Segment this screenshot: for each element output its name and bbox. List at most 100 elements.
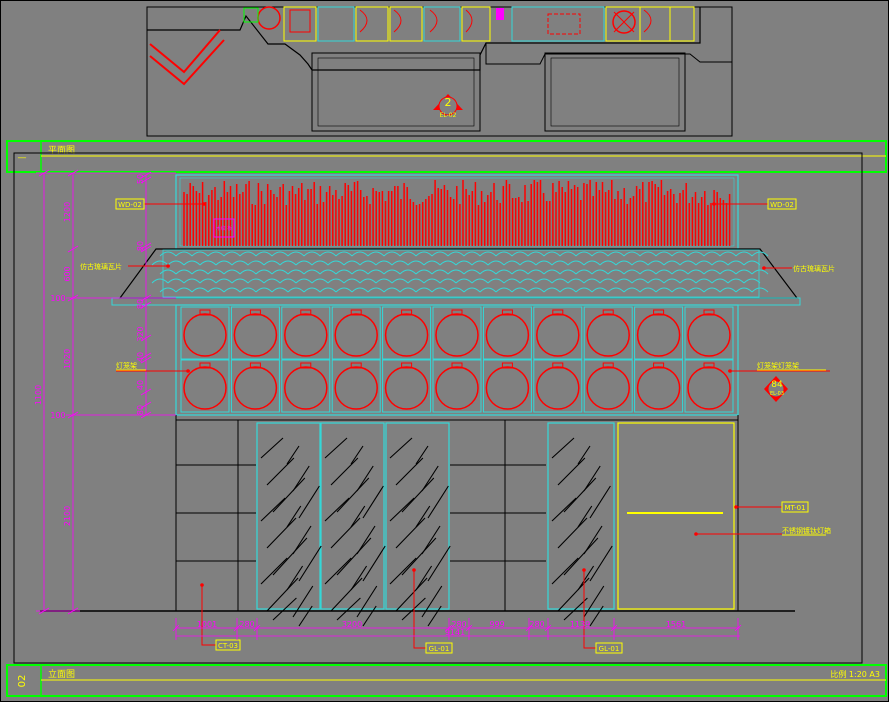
dim-h-total: 9141 <box>445 628 465 637</box>
lower-facade <box>175 415 739 627</box>
glass-hatch <box>266 517 297 549</box>
lantern <box>485 313 530 357</box>
lantern-cell <box>180 306 230 360</box>
glass-hatch <box>336 477 370 513</box>
glass-hatch <box>551 437 575 459</box>
label-gl-1[interactable]: GL-01 <box>429 645 450 653</box>
glass-hatch <box>298 545 322 582</box>
lantern-cell <box>684 306 734 360</box>
dim-v-320: 320 <box>136 326 145 341</box>
dim-h-4: 999 <box>489 620 504 629</box>
dim-v-1020: 1020 <box>63 349 72 369</box>
dim-v-100a: 100 <box>50 294 65 303</box>
glass-hatch <box>266 577 299 612</box>
label-ct[interactable]: CT-03 <box>218 642 238 650</box>
glass-hatch <box>395 457 424 486</box>
label-mt-note: 不锈钢镀钛灯箱 <box>782 526 831 535</box>
label-lantern-left: 灯笼架 <box>116 361 137 370</box>
dim-h-3: 280 <box>451 620 466 629</box>
section-marker[interactable]: 84 EL-03 <box>764 376 788 402</box>
glass-hatch <box>395 577 428 612</box>
glass-hatch <box>589 485 611 519</box>
glass-hatch <box>330 457 359 486</box>
tile-row <box>159 251 769 257</box>
glass-hatch <box>330 517 361 549</box>
dim-v-1200: 1200 <box>63 202 72 222</box>
lantern-cell <box>180 359 230 413</box>
lantern-cell <box>382 306 432 360</box>
lantern-cell <box>331 306 381 360</box>
lantern <box>536 366 580 410</box>
dim-v-80c: 80 <box>136 405 145 415</box>
glass-hatch <box>551 557 579 585</box>
lantern-cell <box>230 359 280 413</box>
glass-hatch <box>415 505 431 528</box>
lantern <box>334 366 378 410</box>
glass-hatch <box>401 537 437 576</box>
glass-hatch <box>286 445 300 465</box>
glass-hatch <box>577 505 593 528</box>
glass-hatch <box>577 565 595 591</box>
glass-hatch <box>362 545 386 582</box>
label-tile-left: 仿古琉璃瓦片 <box>80 262 122 271</box>
glass-hatch <box>324 557 352 585</box>
glass-hatch <box>427 605 442 627</box>
plan-section-marker[interactable]: 2 EL-02 <box>433 94 463 119</box>
tile-row <box>151 278 761 284</box>
label-gl-2[interactable]: GL-01 <box>599 645 620 653</box>
bottom-band-number: 02 <box>17 675 28 688</box>
glass-hatch <box>415 445 429 465</box>
label-mid-note: 木纹 板 <box>216 225 233 232</box>
glass-hatch <box>563 477 597 513</box>
lantern <box>687 366 731 410</box>
glass-hatch <box>415 565 433 591</box>
label-wd-right[interactable]: WD-02 <box>770 201 794 209</box>
glass-hatch <box>356 585 378 618</box>
section-marker-sheet: EL-03 <box>770 391 784 397</box>
lantern <box>435 313 479 357</box>
top-band-title: 平面图 <box>48 145 75 156</box>
glass-hatch <box>421 465 439 492</box>
label-lantern-right: 灯笼架灯笼架 <box>757 361 799 370</box>
bottom-dimensions: 1001 280 3200 280 999 280 1139 1561 9141 <box>172 618 742 640</box>
glass-hatch <box>551 497 577 522</box>
dim-h-5: 280 <box>529 620 544 629</box>
glass-hatch <box>427 485 449 519</box>
glass-hatch <box>350 505 366 528</box>
glass-hatch <box>286 505 302 528</box>
callouts: WD-02 WD-02 木纹 板 仿古琉璃瓦片 仿古琉璃瓦片 灯笼架 <box>80 198 835 654</box>
light-box <box>617 422 735 610</box>
label-mt[interactable]: MT-01 <box>784 504 805 512</box>
glass-hatch <box>292 585 314 618</box>
dim-h-2: 3200 <box>342 620 362 629</box>
glass-hatch <box>427 545 451 582</box>
glass-hatch <box>389 437 413 459</box>
glass-hatch <box>589 545 613 582</box>
tile-roof <box>111 248 801 306</box>
lantern <box>485 366 530 410</box>
glass-hatch <box>583 465 601 492</box>
left-dimensions <box>36 169 176 615</box>
glass-hatch <box>589 605 604 627</box>
bottom-title-band: 02 立面图 比例 1:20 A3 <box>6 664 887 697</box>
lantern <box>334 313 378 357</box>
label-wd-left[interactable]: WD-02 <box>118 201 142 209</box>
glass-hatch <box>324 437 348 459</box>
tile-row <box>151 260 761 266</box>
lantern-cell <box>382 359 432 413</box>
lantern-cell <box>583 306 633 360</box>
top-band-number: — <box>18 153 27 163</box>
lantern <box>183 313 227 357</box>
lantern <box>435 366 479 410</box>
glass-hatch <box>272 537 308 576</box>
glass-hatch <box>583 585 605 618</box>
dim-v-80b: 80 <box>136 299 145 309</box>
glass-hatch <box>260 557 288 585</box>
lantern-cell <box>684 359 734 413</box>
glass-hatch <box>336 537 372 576</box>
lantern <box>233 313 278 357</box>
lantern-cell <box>432 359 482 413</box>
dim-h-0: 1001 <box>197 620 217 629</box>
glass-hatch <box>389 557 417 585</box>
glass-hatch <box>563 537 599 576</box>
